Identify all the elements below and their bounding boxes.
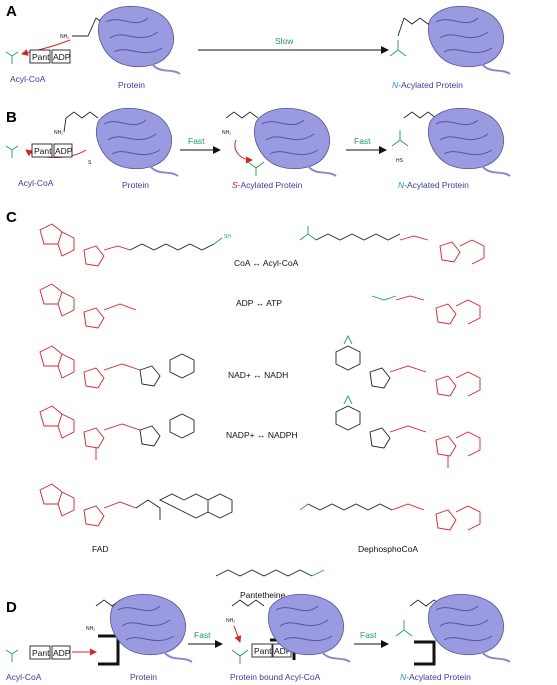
pant-label-a: Pant — [32, 52, 50, 62]
pantetheine-structure — [215, 569, 325, 577]
sh-label-b-product: HS — [396, 158, 404, 164]
protein-label-a: Protein — [118, 80, 145, 90]
panel-letter-c: C — [6, 209, 17, 226]
lysine-chain-b-product — [403, 111, 437, 119]
adp-box-d — [51, 645, 71, 660]
intermediate-label-b: S-Acylated Protein — [232, 180, 303, 190]
pantetheine-label: Pantetheine — [240, 590, 286, 600]
adp-label-a: ADP — [53, 52, 71, 62]
intermediate-label-d: Protein bound Acyl-CoA — [230, 672, 321, 682]
panel-a: A NH₂ Pant ADP Acyl-CoA Protein Slow N-A… — [5, 3, 511, 90]
slow-label-a: Slow — [275, 36, 294, 46]
panel-b: B NH₂ Pant ADP Acyl-CoA S Protein Fast N… — [5, 107, 511, 190]
protein-b-mid — [253, 107, 337, 177]
fast-label-d1: Fast — [194, 630, 211, 640]
nadp-structure — [39, 405, 195, 460]
acyl-coa-label-d: Acyl-CoA — [6, 672, 42, 682]
acyl-amide-a — [389, 40, 407, 57]
product-label-a: N-Acylated Protein — [392, 80, 463, 90]
adp-label-d: ADP — [53, 648, 71, 658]
adp-label-d-mid: ADP — [274, 646, 292, 656]
pant-box-d — [29, 645, 51, 660]
acyl-amide-b — [391, 130, 409, 147]
protein-b — [95, 107, 179, 177]
reaction-row-3: NAD+ ↔ NADH — [228, 370, 288, 380]
protein-d — [109, 593, 193, 663]
fast-label-b1: Fast — [188, 136, 205, 146]
svg-text:SH: SH — [224, 234, 231, 240]
adp-box-a — [51, 49, 71, 64]
coa-left-structure: SH — [39, 223, 231, 267]
acyl-coa-right-structure — [299, 226, 485, 265]
lysine-chain-b-mid — [225, 111, 259, 119]
acyl-group-d — [5, 649, 19, 662]
nadph-structure — [335, 394, 481, 468]
lysine-chain-d-mid — [231, 599, 265, 607]
acyl-group-a — [5, 51, 19, 64]
product-label-b: N-Acylated Protein — [398, 180, 469, 190]
attack-arrow-a — [21, 39, 71, 56]
pant-label-b: Pant — [34, 146, 52, 156]
panel-letter-a: A — [6, 3, 17, 20]
attack-arrow-b-mid — [234, 139, 253, 164]
pant-box-d-mid — [251, 643, 273, 658]
lysine-link-a-product — [397, 17, 405, 37]
nh2-label-b: NH₂ — [54, 130, 63, 136]
lysine-link-a — [72, 17, 97, 37]
product-label-d: N-Acylated Protein — [400, 672, 471, 682]
protein-a-product — [427, 5, 511, 76]
sh-label-b: S — [88, 160, 92, 166]
dephosphocoa-label: DephosphoCoA — [358, 544, 418, 554]
panel-letter-b: B — [6, 109, 17, 126]
lysine-chain-b — [65, 111, 99, 119]
nh2-label-d: NH₂ — [86, 626, 95, 632]
binding-pocket-d-product — [414, 640, 436, 666]
adp-structure — [39, 283, 137, 329]
lysine-link-b — [63, 117, 67, 133]
binding-pocket-d — [98, 634, 120, 666]
reaction-row-2: ADP ↔ ATP — [236, 298, 282, 308]
reaction-row-4: NADP+ ↔ NADPH — [226, 430, 298, 440]
panel-d: D NH₂ Pant ADP Acyl-CoA Protein Fast NH₂… — [5, 593, 511, 682]
acyl-amide-d — [395, 620, 413, 637]
nh2-label-b-mid: NH₂ — [222, 130, 231, 136]
fad-structure — [39, 483, 233, 527]
nh2-label-d-mid: NH₂ — [226, 618, 235, 624]
pant-label-d-mid: Pant — [254, 646, 272, 656]
dephosphocoa-structure — [299, 503, 481, 531]
acyl-coa-label-a: Acyl-CoA — [10, 74, 46, 84]
protein-label-b: Protein — [122, 180, 149, 190]
attack-arrow-d-mid — [233, 625, 242, 643]
panel-letter-d: D — [6, 599, 17, 616]
acyl-coa-label-b: Acyl-CoA — [18, 178, 54, 188]
pant-box-a — [29, 49, 51, 64]
protein-b-product — [427, 107, 511, 177]
protein-d-product — [427, 593, 511, 663]
adp-label-b: ADP — [55, 146, 73, 156]
protein-a — [97, 5, 181, 76]
pant-box-b — [31, 143, 53, 158]
nh2-label-a: NH₂ — [60, 34, 69, 40]
fast-label-b2: Fast — [354, 136, 371, 146]
panel-c: C SH CoA ↔ Acyl-CoA ADP ↔ ATP — [6, 209, 485, 600]
acyl-group-b — [5, 145, 19, 158]
pant-label-d: Pant — [32, 648, 50, 658]
nadh-structure — [335, 334, 481, 397]
nad-structure — [39, 345, 195, 389]
atp-structure — [371, 295, 481, 325]
protein-label-d: Protein — [130, 672, 157, 682]
fad-label: FAD — [92, 544, 109, 554]
fast-label-d2: Fast — [360, 630, 377, 640]
adp-box-b — [53, 143, 73, 158]
reaction-row-1: CoA ↔ Acyl-CoA — [234, 258, 299, 268]
thioester-b-mid — [247, 161, 265, 176]
thioester-d-mid — [231, 649, 249, 664]
